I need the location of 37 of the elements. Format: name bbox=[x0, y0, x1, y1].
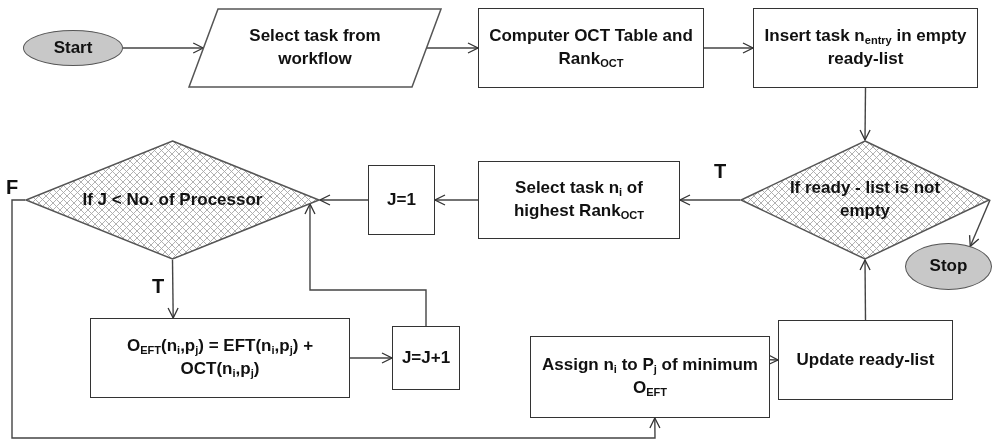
process-box bbox=[478, 161, 680, 239]
arrow bbox=[859, 259, 871, 321]
process-box bbox=[368, 165, 435, 235]
node-text: Start bbox=[52, 36, 94, 59]
node-text: If J < No. of Processor bbox=[81, 188, 264, 211]
process-box bbox=[530, 336, 770, 418]
arrow bbox=[319, 194, 369, 206]
node-text: Select task n$_{i}$ of highest Rank$_{OCT}$ bbox=[512, 177, 646, 223]
arrow bbox=[703, 42, 754, 54]
node-text: O$_{EFT}$(n$_{i}$,p$_{j}$) = EFT(n$_{i}$,p$_{j}$) + OCT(n$_{i}$,p$_{j}$) bbox=[125, 335, 315, 381]
arrow bbox=[426, 42, 479, 54]
decision-diamond bbox=[740, 140, 990, 260]
process-box bbox=[478, 8, 704, 88]
arrow bbox=[122, 42, 204, 54]
node-text: Select task from workflow bbox=[248, 25, 382, 70]
arrow bbox=[11, 199, 661, 439]
node-text: Computer OCT Table and Rank$_{OCT}$ bbox=[488, 25, 694, 71]
decision-diamond bbox=[25, 140, 320, 260]
node-text: J=J+1 bbox=[400, 346, 452, 369]
node-text: J=1 bbox=[386, 188, 417, 211]
arrow bbox=[968, 199, 991, 247]
node-text: If ready - list is not empty bbox=[788, 177, 942, 222]
arrow bbox=[167, 259, 179, 319]
arrow bbox=[304, 203, 427, 327]
arrow bbox=[349, 352, 393, 364]
process-box bbox=[778, 320, 953, 400]
process-box bbox=[753, 8, 978, 88]
process-box bbox=[90, 318, 350, 398]
node-text: Insert task n$_{entry}$ in empty ready-list bbox=[763, 25, 968, 70]
input-parallelogram bbox=[188, 8, 442, 88]
node-text: Stop bbox=[928, 255, 969, 278]
node-text: Update ready-list bbox=[795, 348, 936, 371]
arrow bbox=[859, 87, 871, 141]
node-text: Assign n$_{i}$ to P$_{j}$ of minimum O$_{EFT}$ bbox=[541, 354, 759, 400]
arrow bbox=[679, 194, 741, 206]
process-box bbox=[392, 326, 460, 390]
arrow bbox=[434, 194, 479, 206]
